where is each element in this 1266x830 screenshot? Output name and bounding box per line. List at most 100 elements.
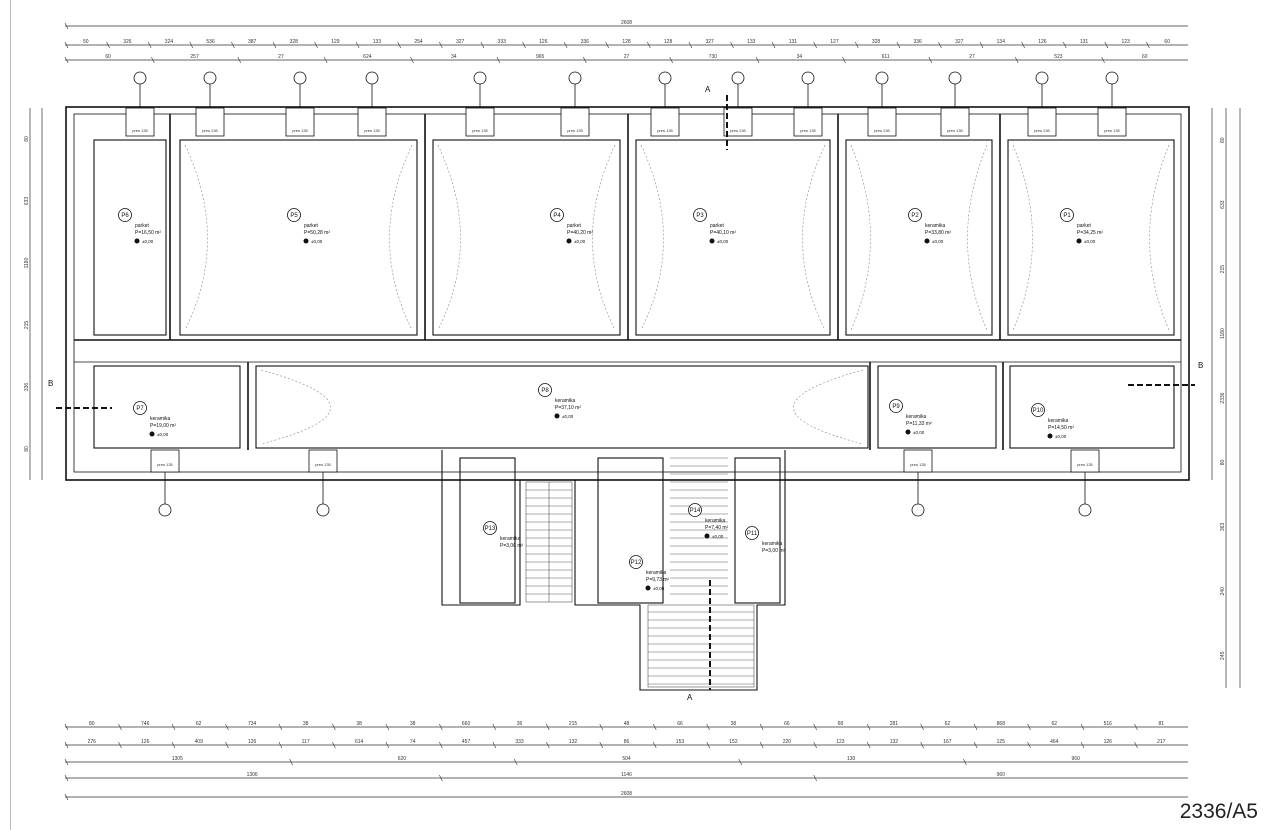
dimension-tick: [652, 723, 657, 731]
level-mark-icon: [554, 413, 560, 419]
room-id-circle: [483, 521, 497, 535]
window-opening: [940, 107, 970, 137]
window-tag-circle: [948, 71, 962, 85]
room-floor-type: parket: [710, 223, 725, 229]
dimension-tick: [730, 41, 734, 49]
level-mark-icon: [704, 533, 710, 539]
window-opening: [793, 107, 823, 137]
dimension-top-row1: 134: [997, 39, 1006, 45]
room-floor-type: parket: [135, 223, 150, 229]
room-area: P=50,28 m²: [304, 230, 330, 236]
section-mark-a-bottom: A: [687, 693, 693, 702]
dimension-bottom-row1: 62: [945, 721, 951, 727]
level-mark-icon: [303, 238, 309, 244]
room-height: ±0,00: [157, 432, 169, 437]
section-mark-b-right: B: [1198, 361, 1203, 370]
window-opening: [125, 107, 155, 137]
dimension-bottom-row2: 117: [302, 739, 310, 745]
room-id: P2: [911, 213, 919, 219]
room-area: P=14,50 m²: [1048, 425, 1074, 431]
window-label: pres 135: [315, 462, 331, 467]
dimension-top-row1: 131: [1080, 39, 1089, 45]
room-height: ±0,00: [1084, 239, 1096, 244]
window-tag-circle: [1035, 71, 1049, 85]
dimension-bottom-row1: 868: [997, 721, 1006, 727]
window-tag-circle: [731, 71, 745, 85]
door-swings: [184, 144, 1170, 445]
room-id: P12: [631, 560, 642, 566]
stair-treads-lower: [648, 611, 754, 685]
dimension-tick: [118, 723, 122, 731]
room-height: ±0,00: [932, 239, 944, 244]
dimension-tick: [323, 56, 328, 64]
room-id: P14: [690, 508, 701, 514]
dimension-tick: [106, 41, 110, 49]
room-id: P1: [1063, 213, 1071, 219]
dimension-top-row1: 50: [83, 39, 89, 45]
room-area: P=9,73 m²: [646, 577, 670, 583]
dimension-top-row1: 324: [165, 39, 174, 45]
room-id-circle: [745, 526, 759, 540]
dimension-tick: [963, 758, 967, 766]
dimension-tick: [973, 741, 978, 749]
dimension-top-row1: 327: [706, 39, 715, 45]
room-area: P=40,20 m²: [567, 230, 593, 236]
dimension-tick: [1146, 41, 1150, 49]
dimension-tick: [647, 41, 651, 49]
dimension-tick: [813, 774, 817, 782]
dimension-top-row1: 327: [456, 39, 465, 45]
dimension-bottom-row3: 960: [1072, 756, 1081, 762]
level-mark-icon: [1076, 238, 1082, 244]
dimension-total-top: 2608: [621, 20, 632, 26]
dimension-tick: [171, 723, 176, 731]
room-id-circle: [693, 208, 707, 222]
dimension-top-row1: 254: [414, 39, 423, 45]
window-opening: [560, 107, 590, 137]
dimension-bottom-row2: 126: [141, 739, 150, 745]
room-id-circle: [550, 208, 564, 222]
dimension-tick: [759, 741, 764, 749]
dimension-bottom-row1: 66: [677, 721, 683, 727]
room-id-circle: [118, 208, 132, 222]
dimension-bottom-row1: 48: [624, 721, 630, 727]
room-id-circle: [688, 503, 702, 517]
window-opening: [903, 449, 933, 473]
dimension-top-row2: 624: [363, 54, 372, 60]
dimension-tick: [397, 41, 402, 49]
dimension-tick: [1014, 56, 1019, 64]
dimension-tick: [231, 41, 235, 49]
dimension-tick: [706, 741, 710, 749]
dimension-tick: [332, 723, 336, 731]
staircase: [525, 481, 755, 688]
dimension-top-row2: 27: [278, 54, 284, 60]
dimension-tick: [151, 56, 155, 64]
dimension-top-row1: 326: [123, 39, 132, 45]
window-tag-circle: [365, 71, 379, 85]
dimension-bottom-row1: 38: [731, 721, 737, 727]
window-label: pres 135: [132, 128, 148, 133]
window-opening: [465, 107, 495, 137]
window-tag-circle: [133, 71, 147, 85]
dimension-bottom-row3: 620: [398, 756, 407, 762]
dimension-tick: [1104, 41, 1109, 49]
level-mark-icon: [905, 429, 911, 435]
dimension-left: 633: [24, 197, 30, 206]
window-tag-circle: [911, 503, 925, 517]
window-label: pres 135: [800, 128, 816, 133]
room-floor-type: keramika: [555, 398, 576, 404]
level-mark-icon: [709, 238, 715, 244]
dimension-tick: [439, 723, 443, 731]
dimension-top-row1: 536: [206, 39, 215, 45]
drawing-number: 2336/A5: [1179, 800, 1258, 823]
room-id-circle: [1060, 208, 1074, 222]
window-opening: [150, 449, 180, 473]
window-label: pres 135: [202, 128, 218, 133]
dimension-top-row1: 60: [1164, 39, 1170, 45]
dimension-total-bottom: 2608: [621, 791, 632, 797]
window-opening: [357, 107, 387, 137]
window-opening: [650, 107, 680, 137]
